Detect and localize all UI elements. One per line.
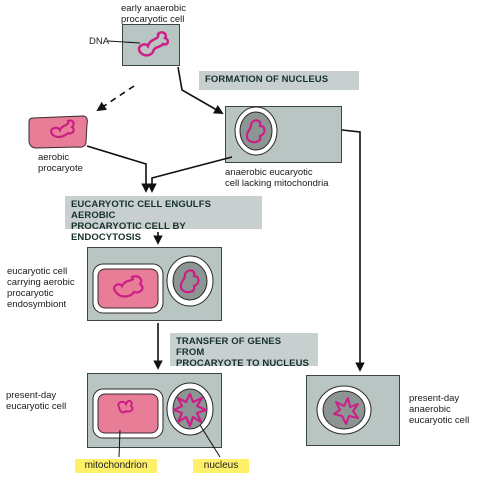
mitochondrion-pointer <box>118 429 121 458</box>
aerobic-procaryote-cell <box>28 115 88 149</box>
nucleus-pointer <box>199 424 221 458</box>
anaerobic-present-day-dna <box>333 397 359 425</box>
mitochondrion <box>97 393 159 434</box>
anaerobic-present-day-nucleus <box>322 390 366 430</box>
early-anaerobic-procaryotic-cell <box>122 24 180 66</box>
host-nucleus-dna <box>179 269 200 294</box>
dna-strand <box>137 31 170 57</box>
arrow-procaryote-to-endocytosis <box>86 145 151 193</box>
arrow-eucaryote-to-endocytosis <box>147 156 233 193</box>
dna-label: DNA <box>89 36 110 47</box>
endocytosis-stage: EUCARYOTIC CELL ENGULFS AEROBIC PROCARYO… <box>65 196 262 243</box>
endosymbiont-dna <box>113 275 144 298</box>
mitochondrial-dna <box>117 399 134 414</box>
gene-transfer-stage: TRANSFER OF GENES FROM PROCARYOTE TO NUC… <box>170 333 318 369</box>
arrow-to-anaerobic-lineage <box>341 129 365 372</box>
host-nucleus <box>172 261 208 301</box>
arrow-to-aerobic-procaryote <box>96 85 135 112</box>
anaerobic-eucaryotic-nucleus <box>239 111 273 151</box>
anaerobic-eucaryotic-cell-label: anaerobic eucaryotic cell lacking mitoch… <box>225 167 329 189</box>
early-anaerobic-cell-label: early anaerobic procaryotic cell <box>121 3 186 25</box>
present-day-eucaryotic-cell-label: present-day eucaryotic cell <box>6 390 67 412</box>
arrow-to-anaerobic-eucaryote <box>177 66 224 114</box>
aerobic-procaryote-label: aerobic procaryote <box>38 152 83 174</box>
formation-of-nucleus-stage: FORMATION OF NUCLEUS <box>199 71 359 90</box>
dna-pointer-line <box>107 40 141 44</box>
present-day-anaerobic-cell-label: present-day anaerobic eucaryotic cell <box>409 393 470 426</box>
aerobic-procaryote-dna <box>50 119 75 139</box>
anaerobic-eucaryotic-dna <box>245 119 266 144</box>
nucleus-tag: nucleus <box>193 459 249 473</box>
present-day-nuclear-dna <box>172 392 208 428</box>
eucaryotic-cell-with-endosymbiont-label: eucaryotic cell carrying aerobic procary… <box>7 266 75 310</box>
mitochondrion-tag: mitochondrion <box>75 459 157 473</box>
engulfed-procaryote <box>97 268 159 309</box>
